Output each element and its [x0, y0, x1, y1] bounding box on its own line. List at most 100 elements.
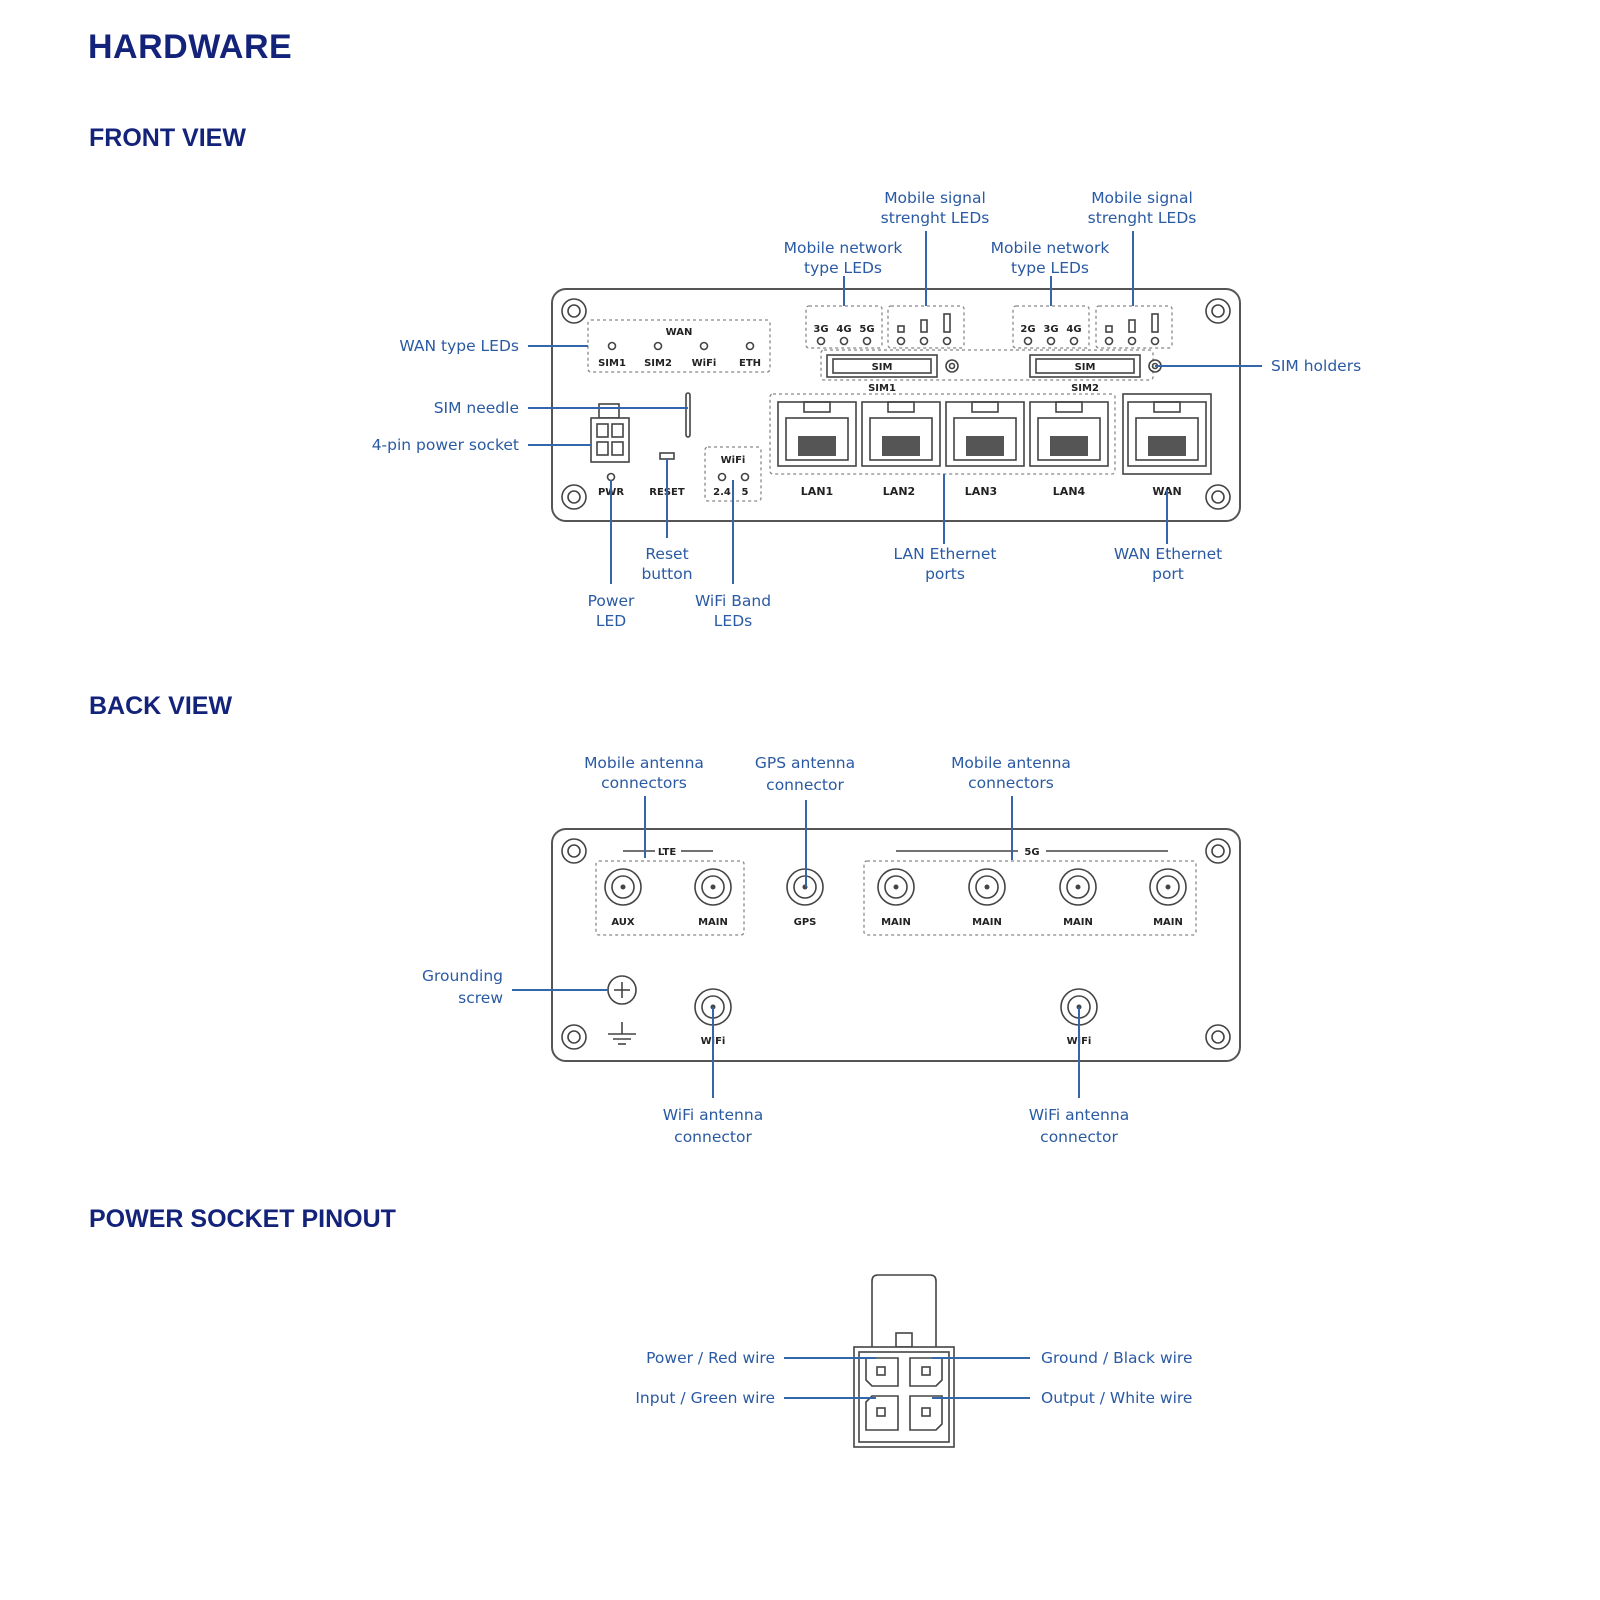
wan-led-label: WiFi [692, 358, 717, 369]
antenna-connector-icon [1149, 868, 1187, 906]
callout-mobile-signal-1: Mobile signal [884, 189, 986, 207]
antenna-connector-icon [604, 868, 642, 906]
callout-mobile-signal-2: strenght LEDs [1088, 209, 1197, 227]
lan-port-label: LAN2 [883, 485, 915, 498]
network-type-label: 4G [1066, 324, 1081, 335]
callout-gps-antenna: GPS antenna [755, 754, 855, 772]
corner-screw-icon [1205, 484, 1231, 510]
socket-latch [871, 1274, 937, 1347]
sim-label: SIM1 [868, 383, 896, 394]
callout-mobile-signal-1: strenght LEDs [881, 209, 990, 227]
callout-power-red-wire: Power / Red wire [646, 1349, 775, 1367]
wan-led-label: SIM2 [644, 358, 672, 369]
power-socket-pinout-diagram [853, 1274, 955, 1448]
5g-group-label: 5G [1024, 847, 1039, 858]
led-icon [1046, 336, 1056, 346]
network-type-led-group-1 [805, 305, 883, 349]
network-type-label: 3G [1043, 324, 1058, 335]
corner-screw-icon [1205, 1024, 1231, 1050]
wan-led-icon [745, 341, 755, 351]
lan-port-label: LAN1 [801, 485, 833, 498]
led-icon [896, 336, 906, 346]
callout-lan-ports: ports [925, 565, 965, 583]
callout-output-white-wire: Output / White wire [1041, 1389, 1192, 1407]
wifi-band-label: 5 [742, 487, 749, 498]
connector-label: AUX [611, 917, 635, 928]
pin-power-icon [865, 1357, 899, 1387]
sim-label: SIM2 [1071, 383, 1099, 394]
led-icon [740, 472, 750, 482]
network-type-label: 2G [1020, 324, 1035, 335]
callout-power-socket: 4-pin power socket [372, 436, 519, 454]
callout-ground-black-wire: Ground / Black wire [1041, 1349, 1193, 1367]
antenna-connector-icon [968, 868, 1006, 906]
led-icon [942, 336, 952, 346]
callout-wifi-antenna-1: connector [674, 1128, 752, 1146]
network-type-label: 4G [836, 324, 851, 335]
callout-wifi-antenna-2: connector [1040, 1128, 1118, 1146]
signal-bar-icon [1151, 313, 1159, 333]
sim-slot-label: SIM [872, 362, 893, 373]
back-view-heading: BACK VIEW [89, 692, 233, 720]
callout-wifi-band-leds: WiFi Band [695, 592, 771, 610]
back-panel-body [551, 828, 1241, 1062]
callout-reset-button: Reset [645, 545, 688, 563]
lte-group-label: LTE [658, 847, 677, 858]
callout-mobile-signal-2: Mobile signal [1091, 189, 1193, 207]
led-icon [1150, 336, 1160, 346]
led-icon [862, 336, 872, 346]
ethernet-port-icon [861, 401, 941, 467]
callout-mobile-antenna-2: connectors [968, 774, 1054, 792]
connector-label: MAIN [1063, 917, 1093, 928]
signal-bar-icon [1105, 325, 1113, 333]
network-type-label: 5G [859, 324, 874, 335]
pinout-leader-lines [784, 1357, 1030, 1399]
front-view-leader-lines [528, 231, 1262, 584]
sim-eject-icon [945, 359, 959, 373]
sim-slot [832, 358, 932, 374]
back-view-device: LTE AUX MAIN GPS 5G MAIN MAIN MAIN MAIN [551, 828, 1241, 1062]
led-icon [1104, 336, 1114, 346]
antenna-connector-icon [694, 868, 732, 906]
callout-wan-port: port [1152, 565, 1184, 583]
wan-led-label: ETH [739, 358, 761, 369]
signal-bar-icon [920, 319, 928, 333]
callout-wifi-antenna-1: WiFi antenna [663, 1106, 763, 1124]
network-type-led-group-2 [1012, 305, 1090, 349]
connector-label: MAIN [1153, 917, 1183, 928]
callout-mobile-network-type-2: type LEDs [1011, 259, 1089, 277]
wifi-group-label: WiFi [721, 455, 746, 466]
corner-screw-icon [561, 1024, 587, 1050]
corner-screw-icon [561, 484, 587, 510]
front-view-device: WAN SIM1 SIM2 WiFi ETH 3G 4G 5G 2G 3G 4G [551, 288, 1241, 522]
front-view-callouts: Mobile network type LEDs Mobile signal s… [372, 189, 1361, 630]
callout-input-green-wire: Input / Green wire [635, 1389, 775, 1407]
connector-label: MAIN [881, 917, 911, 928]
callout-wifi-band-leds: LEDs [714, 612, 752, 630]
callout-mobile-antenna-2: Mobile antenna [951, 754, 1071, 772]
callout-wifi-antenna-2: WiFi antenna [1029, 1106, 1129, 1124]
corner-screw-icon [561, 298, 587, 324]
wifi-band-label: 2.4 [713, 487, 731, 498]
signal-strength-led-group-1 [887, 305, 965, 349]
sim-slot-label: SIM [1075, 362, 1096, 373]
5g-connector-group [863, 860, 1197, 936]
led-icon [919, 336, 929, 346]
signal-bar-icon [897, 325, 905, 333]
back-view-callouts: Mobile antenna connectors GPS antenna co… [422, 754, 1129, 1146]
callout-mobile-network-type-2: Mobile network [991, 239, 1110, 257]
led-icon [816, 336, 826, 346]
corner-screw-icon [561, 838, 587, 864]
lan-port-label: LAN4 [1053, 485, 1086, 498]
callout-lan-ports: LAN Ethernet [894, 545, 997, 563]
ground-symbol-icon [608, 1022, 636, 1045]
callout-mobile-network-type-1: type LEDs [804, 259, 882, 277]
callout-power-led: LED [596, 612, 626, 630]
callout-mobile-antenna-1: Mobile antenna [584, 754, 704, 772]
led-icon [1127, 336, 1137, 346]
connector-label: MAIN [698, 917, 728, 928]
wan-led-label: SIM1 [598, 358, 626, 369]
sim-slot [1035, 358, 1135, 374]
pin-input-icon [865, 1395, 899, 1431]
